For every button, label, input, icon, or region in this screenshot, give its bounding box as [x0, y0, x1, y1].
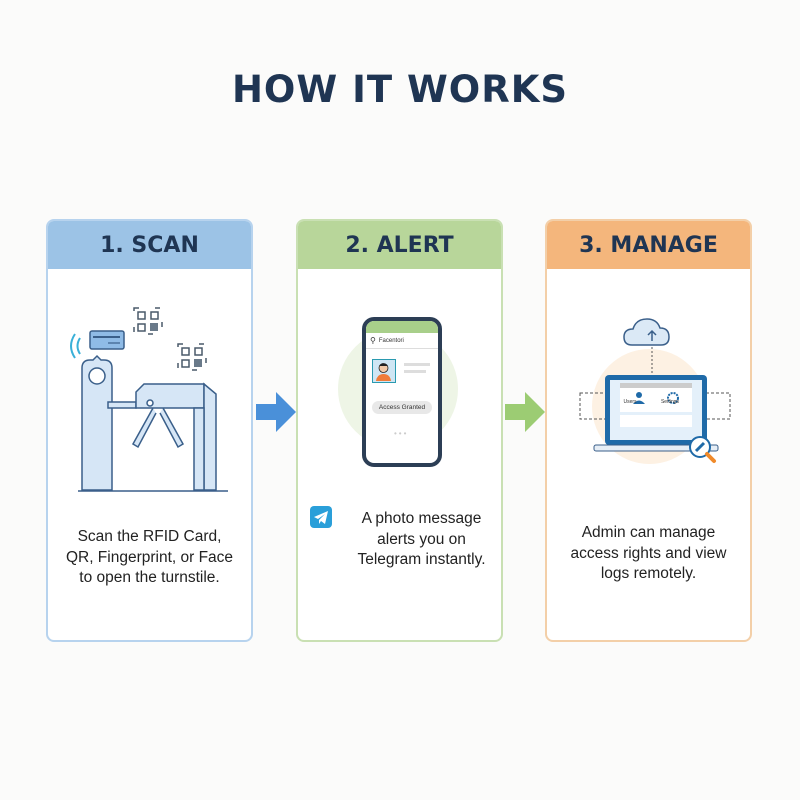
step-text-line: logs remotely.	[600, 565, 697, 582]
step-header: 3. MANAGE	[547, 221, 750, 269]
avatar	[372, 359, 396, 383]
settings-label: Settings	[660, 399, 680, 405]
app-title: Facentori	[378, 337, 404, 344]
telegram-icon	[310, 506, 332, 528]
turnstile-icon	[70, 307, 228, 492]
wrench-icon	[689, 436, 716, 463]
step-card-alert: 2. ALERT ⚲ Facentori Access Granted ••• …	[296, 219, 503, 642]
step-text-line: to open the turnstile.	[79, 569, 220, 586]
step-card-scan: 1. SCAN Scan the	[46, 219, 253, 642]
qr-code-icon	[133, 307, 163, 335]
cloud-upload-icon	[623, 318, 670, 346]
step-text-line: access rights and view	[570, 544, 727, 562]
page-title: HOW IT WORKS	[231, 68, 569, 111]
users-label: Users	[623, 399, 637, 405]
step-text-line: A photo message	[361, 510, 482, 527]
step-text-line: alerts you on	[377, 530, 466, 548]
step-text-line: Telegram instantly.	[357, 551, 486, 568]
step-text-line: QR, Fingerprint, or Face	[65, 548, 234, 566]
laptop-icon	[579, 318, 731, 463]
phone-icon: ⚲ Facentori Access Granted •••	[362, 317, 442, 467]
arrow-right-icon	[256, 392, 296, 432]
step-header: 1. SCAN	[48, 221, 251, 269]
step-card-manage: 3. MANAGE Users Settings Admin can manag…	[545, 219, 752, 642]
rfid-card-icon	[70, 330, 125, 359]
step-text-line: Scan the RFID Card,	[77, 528, 222, 545]
step-header: 2. ALERT	[298, 221, 501, 269]
status-badge: Access Granted	[372, 401, 432, 414]
qr-code-icon	[177, 343, 207, 371]
arrow-right-icon	[505, 392, 545, 432]
step-text-line: Admin can manage	[581, 524, 716, 541]
search-icon: ⚲	[370, 336, 376, 345]
